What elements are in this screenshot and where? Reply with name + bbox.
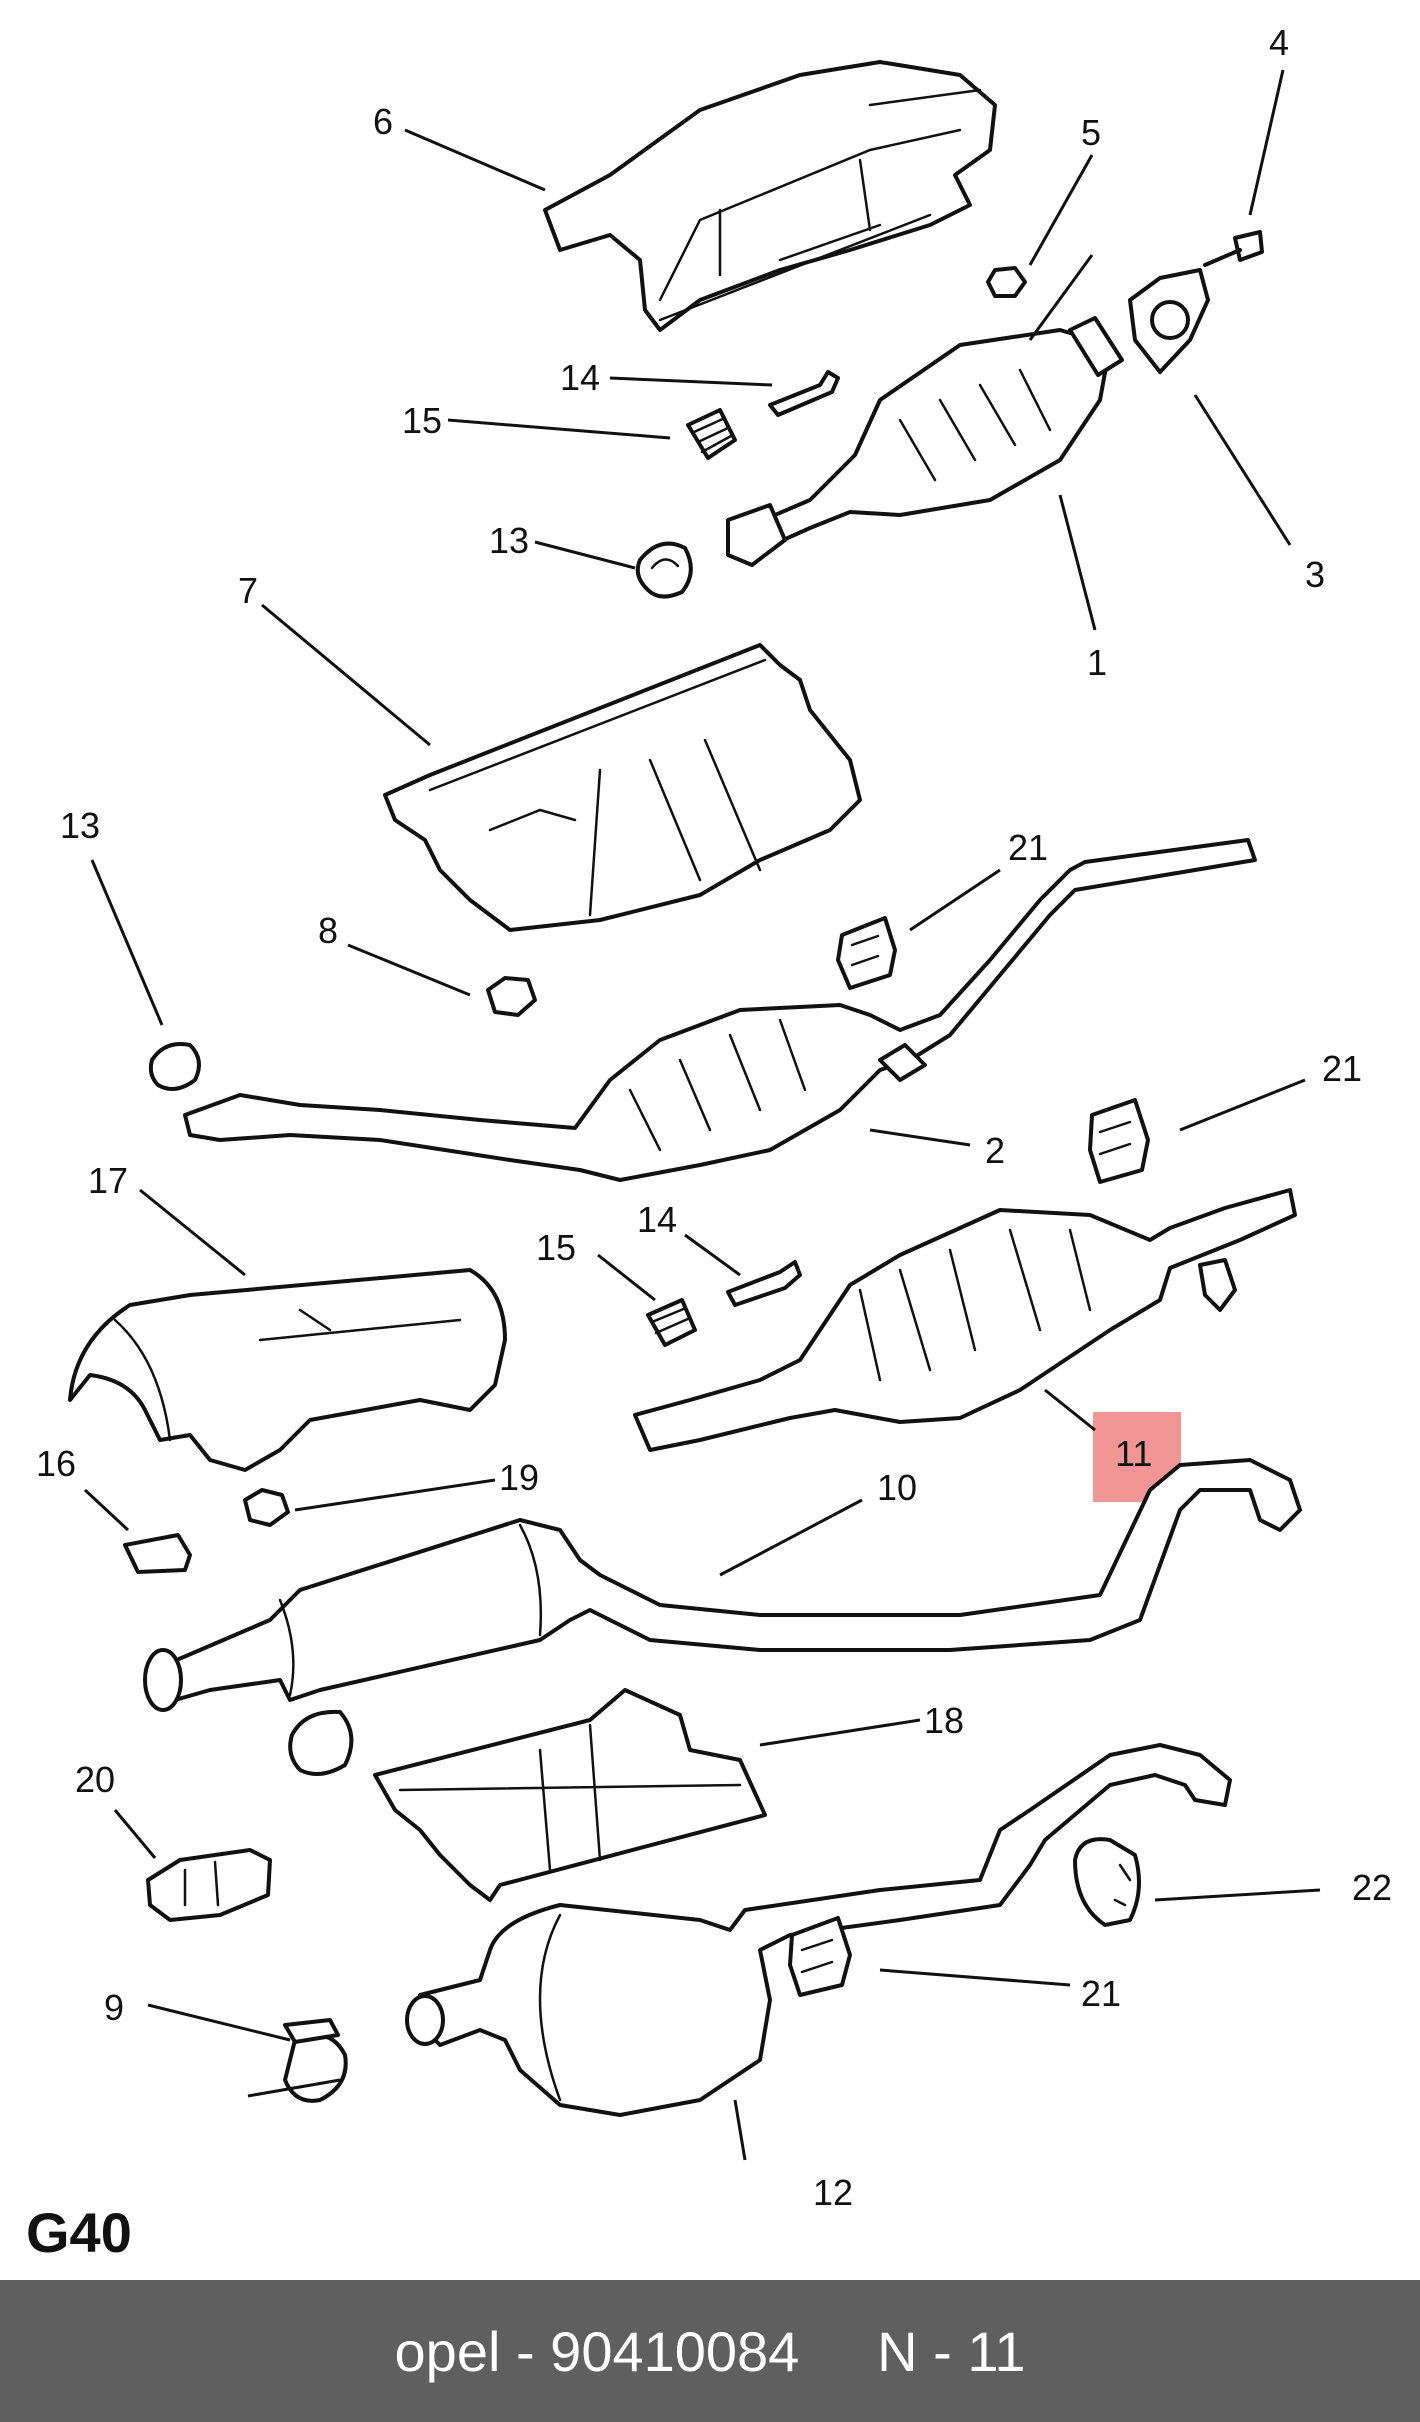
callout-6: 6 [373, 101, 394, 142]
exhaust-system-diagram: 6 5 4 14 15 13 3 1 7 13 21 8 2 21 14 15 … [26, 22, 1393, 2264]
callout-15-lower: 15 [536, 1227, 577, 1268]
callout-17: 17 [88, 1160, 129, 1201]
front-catalytic-converter [726, 316, 1124, 567]
rubber-hanger-top [836, 916, 897, 990]
footer-bar: opel - 90410084 N - 11 [0, 2280, 1420, 2422]
rubber-hanger-bottom [788, 1916, 852, 1997]
nut [986, 266, 1027, 298]
rubber-mount-22 [1073, 1837, 1141, 1927]
callout-14-top: 14 [560, 357, 601, 398]
clamp-9 [283, 2018, 348, 2103]
callout-22: 22 [1352, 1867, 1393, 1908]
intermediate-silencer [143, 1458, 1302, 1712]
callout-18: 18 [924, 1700, 965, 1741]
diagram-drawing [68, 60, 1321, 2161]
callout-4: 4 [1269, 22, 1290, 63]
callout-16: 16 [36, 1443, 77, 1484]
callout-7: 7 [238, 570, 259, 611]
callout-15-top: 15 [402, 400, 443, 441]
front-pipe-with-catalyst [183, 838, 1257, 1182]
spring-lower [646, 1298, 697, 1347]
catalytic-converter-11 [633, 1188, 1297, 1452]
callout-13-left: 13 [60, 805, 101, 846]
rubber-block-20 [146, 1848, 272, 1922]
callout-21-top: 21 [1008, 827, 1049, 868]
diagram-code: G40 [26, 2201, 132, 2264]
sealing-ring-rear [288, 1709, 354, 1776]
callout-9: 9 [104, 1987, 125, 2028]
callout-20: 20 [75, 1759, 116, 1800]
clip-16 [123, 1533, 192, 1574]
callout-2: 2 [985, 1130, 1006, 1171]
callout-13-top: 13 [489, 520, 530, 561]
nut-19 [243, 1488, 290, 1527]
heat-shield-upper [543, 60, 997, 332]
callout-21-middle: 21 [1322, 1048, 1363, 1089]
callout-19: 19 [499, 1457, 540, 1498]
stud-bolt-upper [768, 370, 840, 417]
callout-8: 8 [318, 910, 339, 951]
heat-shield-middle [383, 643, 862, 932]
callout-1: 1 [1087, 642, 1108, 683]
callout-21-bottom: 21 [1081, 1973, 1122, 2014]
callout-11-highlighted: 11 [1115, 1433, 1153, 1474]
bolt [1203, 230, 1264, 267]
callout-3: 3 [1305, 554, 1326, 595]
rubber-hanger-middle [1088, 1098, 1150, 1184]
callout-14-lower: 14 [637, 1199, 678, 1240]
callout-12: 12 [813, 2172, 854, 2213]
part-number-caption: opel - 90410084 N - 11 [394, 2319, 1026, 2383]
callout-5: 5 [1081, 112, 1102, 153]
callout-10: 10 [877, 1467, 918, 1508]
stud-bolt-lower [726, 1260, 802, 1307]
sealing-ring-upper [635, 541, 693, 599]
sealing-ring-lower [148, 1042, 201, 1091]
heat-shield-lower [68, 1268, 507, 1472]
gasket [1128, 268, 1210, 374]
nut-8 [486, 976, 537, 1017]
heat-shield-rear [373, 1688, 767, 1902]
spring-upper [686, 408, 737, 460]
leader-lines [83, 69, 1321, 2161]
